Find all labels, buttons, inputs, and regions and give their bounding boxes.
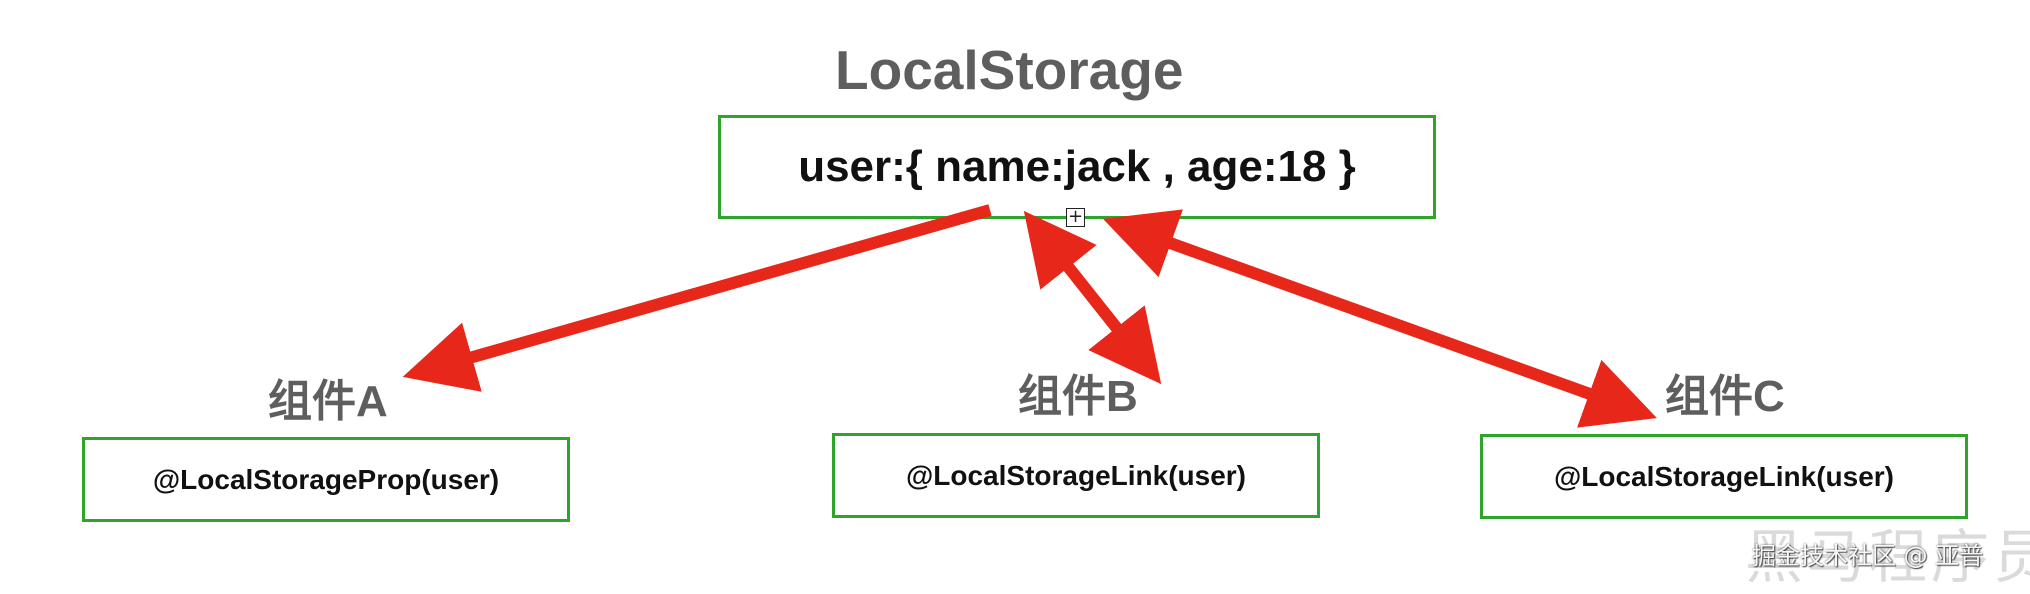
component-a-label: 组件A <box>268 377 388 426</box>
arrow-two-way-component-c <box>1103 209 1657 428</box>
component-b-box: @LocalStorageLink(user) <box>832 433 1320 518</box>
component-b-label: 组件B <box>1018 372 1138 421</box>
component-a-box: @LocalStorageProp(user) <box>82 437 570 522</box>
component-c-decorator: @LocalStorageLink(user) <box>1553 460 1895 492</box>
resize-handle-icon: + <box>1066 206 1085 227</box>
arrow-two-way-component-b <box>1023 210 1162 385</box>
component-c-label: 组件C <box>1665 372 1785 421</box>
component-a-decorator: @LocalStorageProp(user) <box>152 463 500 495</box>
arrow-to-component-a <box>402 204 992 392</box>
component-c-box: @LocalStorageLink(user) <box>1480 434 1968 519</box>
component-b-decorator: @LocalStorageLink(user) <box>905 459 1247 491</box>
localstorage-box: user:{ name:jack , age:18 } <box>718 115 1436 219</box>
arrows-layer <box>402 204 1657 428</box>
localstorage-content: user:{ name:jack , age:18 } <box>798 142 1356 191</box>
watermark-text: 掘金技术社区 @ 亚普 <box>1752 542 1984 570</box>
diagram-title: LocalStorage <box>835 39 1184 101</box>
